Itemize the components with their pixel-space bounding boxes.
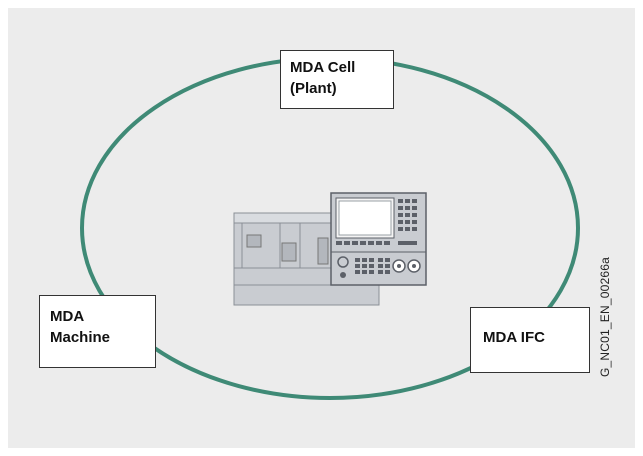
node-mda-machine-line2: Machine [50, 329, 111, 346]
node-mda-cell: MDA Cell (Plant) [280, 50, 394, 109]
node-mda-machine-line1: MDA [50, 308, 85, 325]
cnc-machine-icon [233, 192, 427, 306]
node-mda-machine: MDA Machine [39, 295, 156, 368]
node-mda-ifc-line1: MDA IFC [483, 329, 545, 346]
node-mda-ifc: MDA IFC [470, 307, 590, 373]
node-mda-cell-line1: MDA Cell [290, 59, 356, 76]
document-id: G_NC01_EN_00266a [598, 257, 612, 377]
node-mda-cell-line2: (Plant) [290, 80, 337, 97]
